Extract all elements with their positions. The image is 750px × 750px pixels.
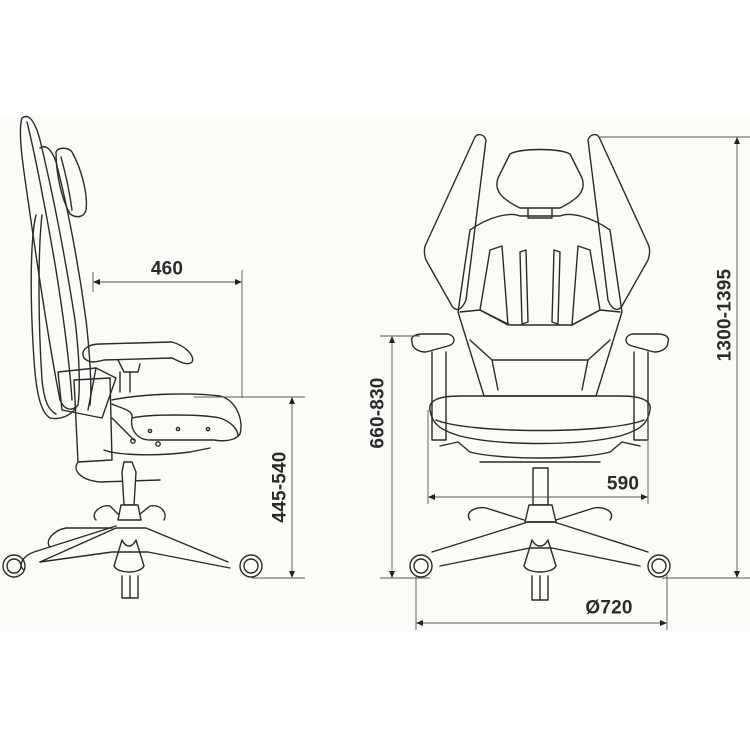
dimension-overall-height bbox=[600, 136, 750, 579]
seat-width-label: 590 bbox=[606, 473, 640, 495]
overall-height-label: 1300-1395 bbox=[714, 268, 736, 362]
base-diameter-label: Ø720 bbox=[585, 597, 633, 619]
front-view-chair bbox=[409, 133, 671, 601]
drawing-panel bbox=[0, 115, 750, 633]
dimension-seat-height bbox=[194, 396, 305, 579]
dimension-seat-depth bbox=[92, 270, 243, 398]
dimension-seat-width bbox=[427, 410, 649, 504]
seat-height-label: 445-540 bbox=[269, 451, 291, 523]
seat-depth-label: 460 bbox=[150, 258, 184, 280]
side-view-chair bbox=[2, 115, 263, 599]
armrest-height-label: 660-830 bbox=[367, 377, 389, 449]
dimension-armrest-height bbox=[380, 335, 430, 579]
dimension-base-diameter bbox=[415, 575, 668, 630]
